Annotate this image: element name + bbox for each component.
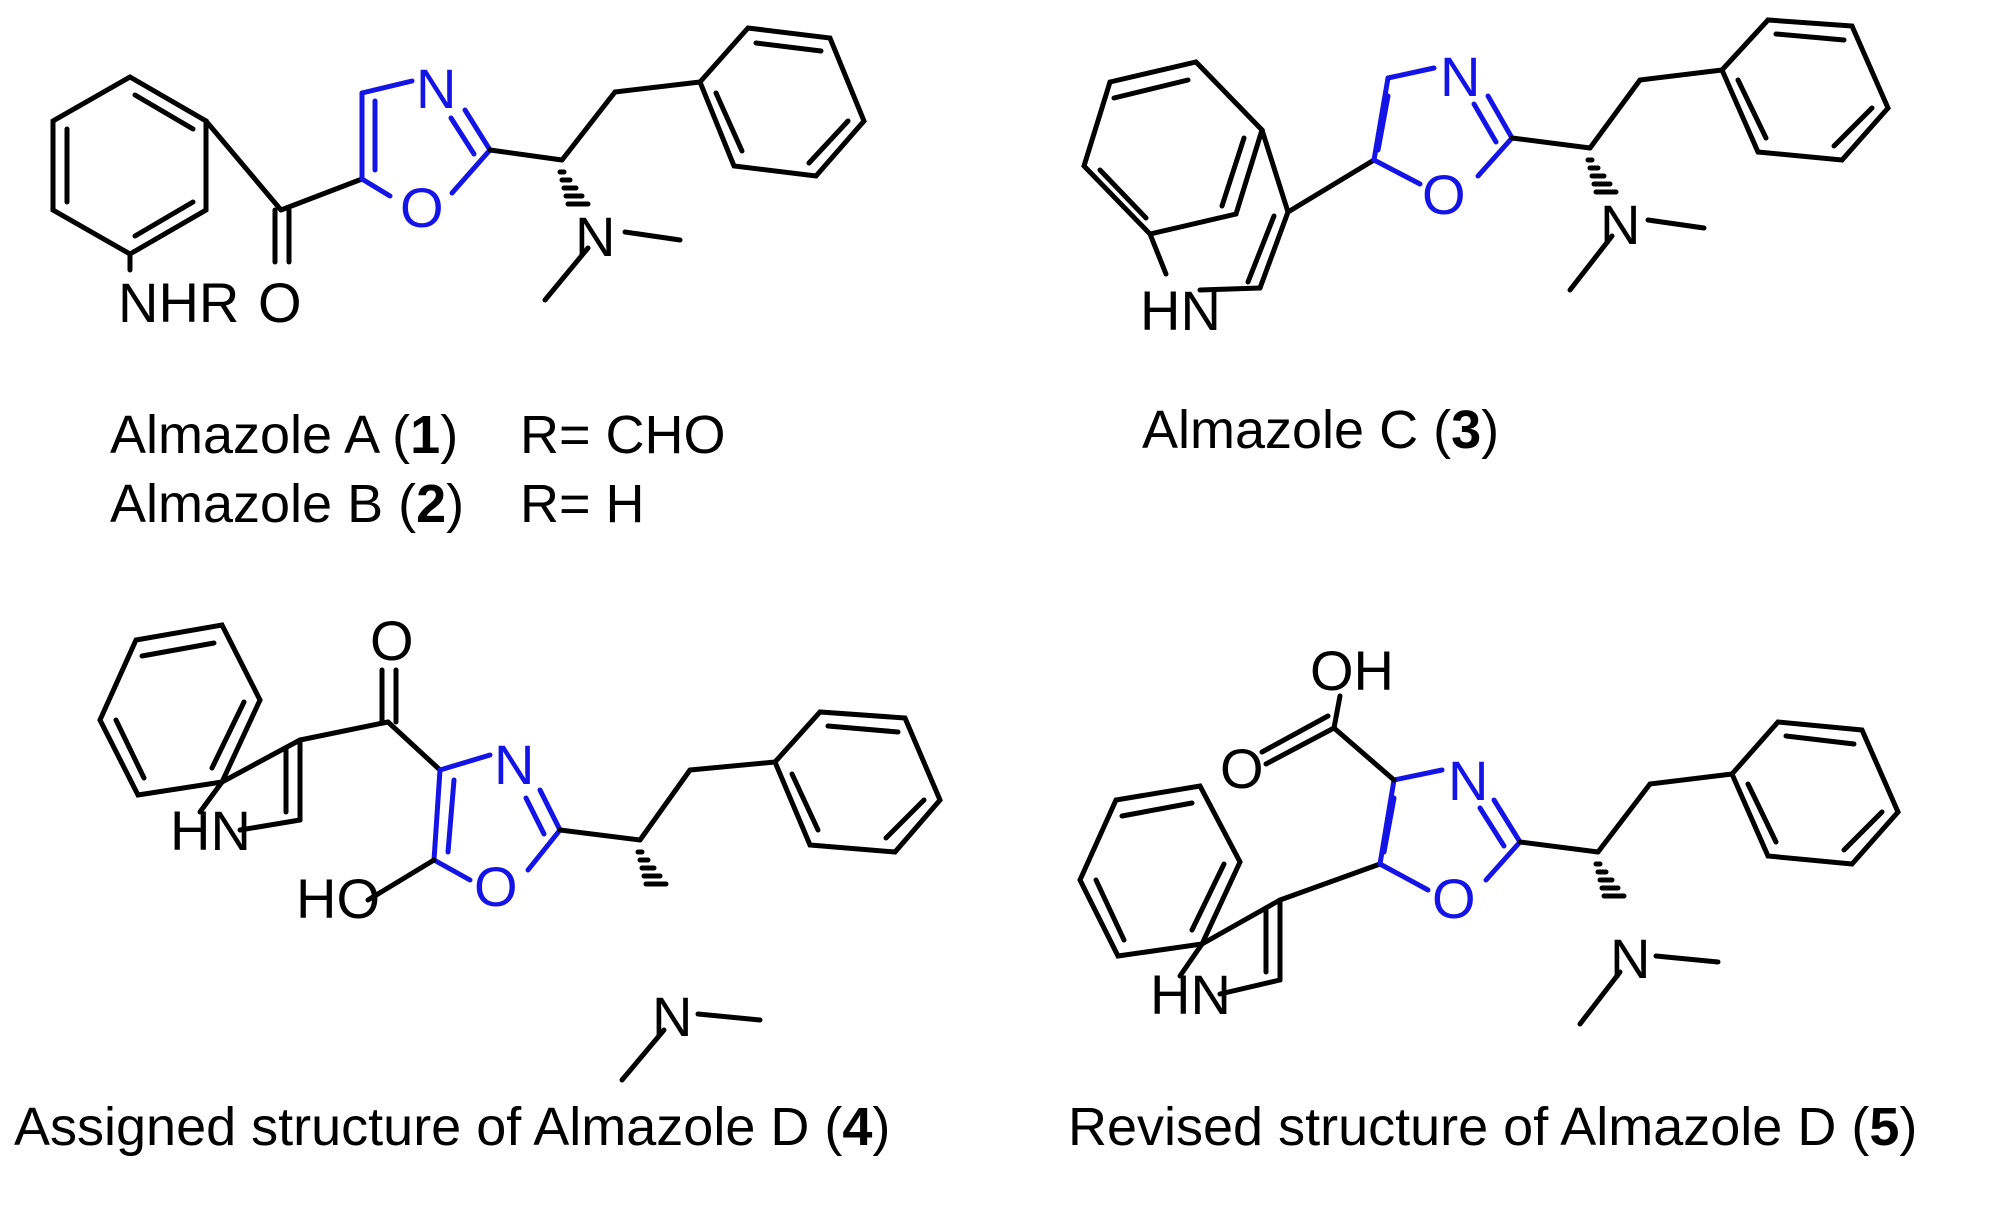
nhr-label: NHR — [118, 271, 239, 334]
caption-assigned-almazole-d: Assigned structure of Almazole D (4) — [14, 1097, 890, 1157]
indole-nh-label: HN — [1140, 279, 1221, 342]
indole-pyrrole-ring — [197, 737, 303, 833]
indole-benzene-ring — [1081, 59, 1265, 237]
caption-revised-almazole-d: Revised structure of Almazole D (5) — [1068, 1097, 1917, 1157]
oxazole-oxygen-label: O — [400, 176, 444, 239]
oxazole-oxygen-label: O — [474, 855, 518, 918]
oxazole-ring — [1377, 767, 1523, 893]
amine-nitrogen-label: N — [652, 985, 692, 1048]
indole-benzene-ring — [1077, 783, 1243, 959]
caption-almazole-b-rgroup: R= H — [520, 474, 645, 534]
oxazole-oxygen-label: O — [1432, 867, 1476, 930]
oxazole-oxygen-label: O — [1422, 163, 1466, 226]
amine-nitrogen-label: N — [1600, 193, 1640, 256]
structure-almazole-d-revised: HN N O OH O — [1077, 639, 1901, 1027]
structure-almazole-c: HN N O N — [1081, 17, 1891, 342]
acid-hydroxyl-label: OH — [1310, 639, 1394, 702]
indole-pyrrole-ring — [1147, 127, 1291, 293]
benzyl-phenyl-ring — [697, 25, 867, 179]
ketone-linker — [297, 667, 443, 773]
side-chain — [557, 759, 778, 1083]
amine-nitrogen-label: N — [1610, 927, 1650, 990]
oxazole-ring — [431, 752, 563, 883]
oxazole-ring — [1371, 65, 1515, 187]
indole-oxazole-bond — [1285, 157, 1377, 215]
oxazole-ring — [359, 78, 493, 199]
oxazole-nitrogen-label: N — [494, 733, 534, 796]
carboxylic-acid — [1259, 693, 1397, 783]
structure-almazole-a-b: NHR O N O — [50, 25, 867, 334]
side-chain — [487, 79, 703, 303]
hydroxyl-bond — [365, 857, 437, 903]
caption-almazole-b: Almazole B (2) — [110, 474, 464, 534]
benzyl-phenyl-ring — [772, 709, 943, 855]
ketone-linker — [203, 118, 365, 265]
amine-nitrogen-label: N — [575, 205, 615, 268]
aminophenyl-ring — [50, 74, 209, 257]
indole-nh-label: HN — [1150, 963, 1231, 1026]
structure-almazole-d-assigned: HN O N O HO — [97, 609, 943, 1083]
caption-almazole-a-rgroup: R= CHO — [520, 405, 726, 465]
oxazole-nitrogen-label: N — [1440, 45, 1480, 108]
ketone-oxygen-label: O — [370, 609, 414, 672]
hydroxyl-label: HO — [296, 867, 380, 930]
side-chain — [1517, 771, 1735, 1027]
benzyl-phenyl-ring — [1729, 719, 1901, 867]
caption-almazole-c: Almazole C (3) — [1142, 400, 1499, 460]
acid-carbonyl-oxygen-label: O — [1220, 737, 1264, 800]
oxazole-nitrogen-label: N — [416, 57, 456, 120]
indole-nh-label: HN — [170, 799, 251, 862]
benzyl-phenyl-ring — [1719, 17, 1891, 163]
oxazole-nitrogen-label: N — [1448, 749, 1488, 812]
indole-pyrrole-ring — [1177, 897, 1283, 997]
indole-oxazole-bond — [1277, 861, 1383, 903]
indole-benzene-ring — [97, 622, 263, 798]
side-chain — [1509, 67, 1725, 293]
caption-almazole-a: Almazole A (1) — [110, 405, 458, 465]
ketone-oxygen-label: O — [258, 271, 302, 334]
